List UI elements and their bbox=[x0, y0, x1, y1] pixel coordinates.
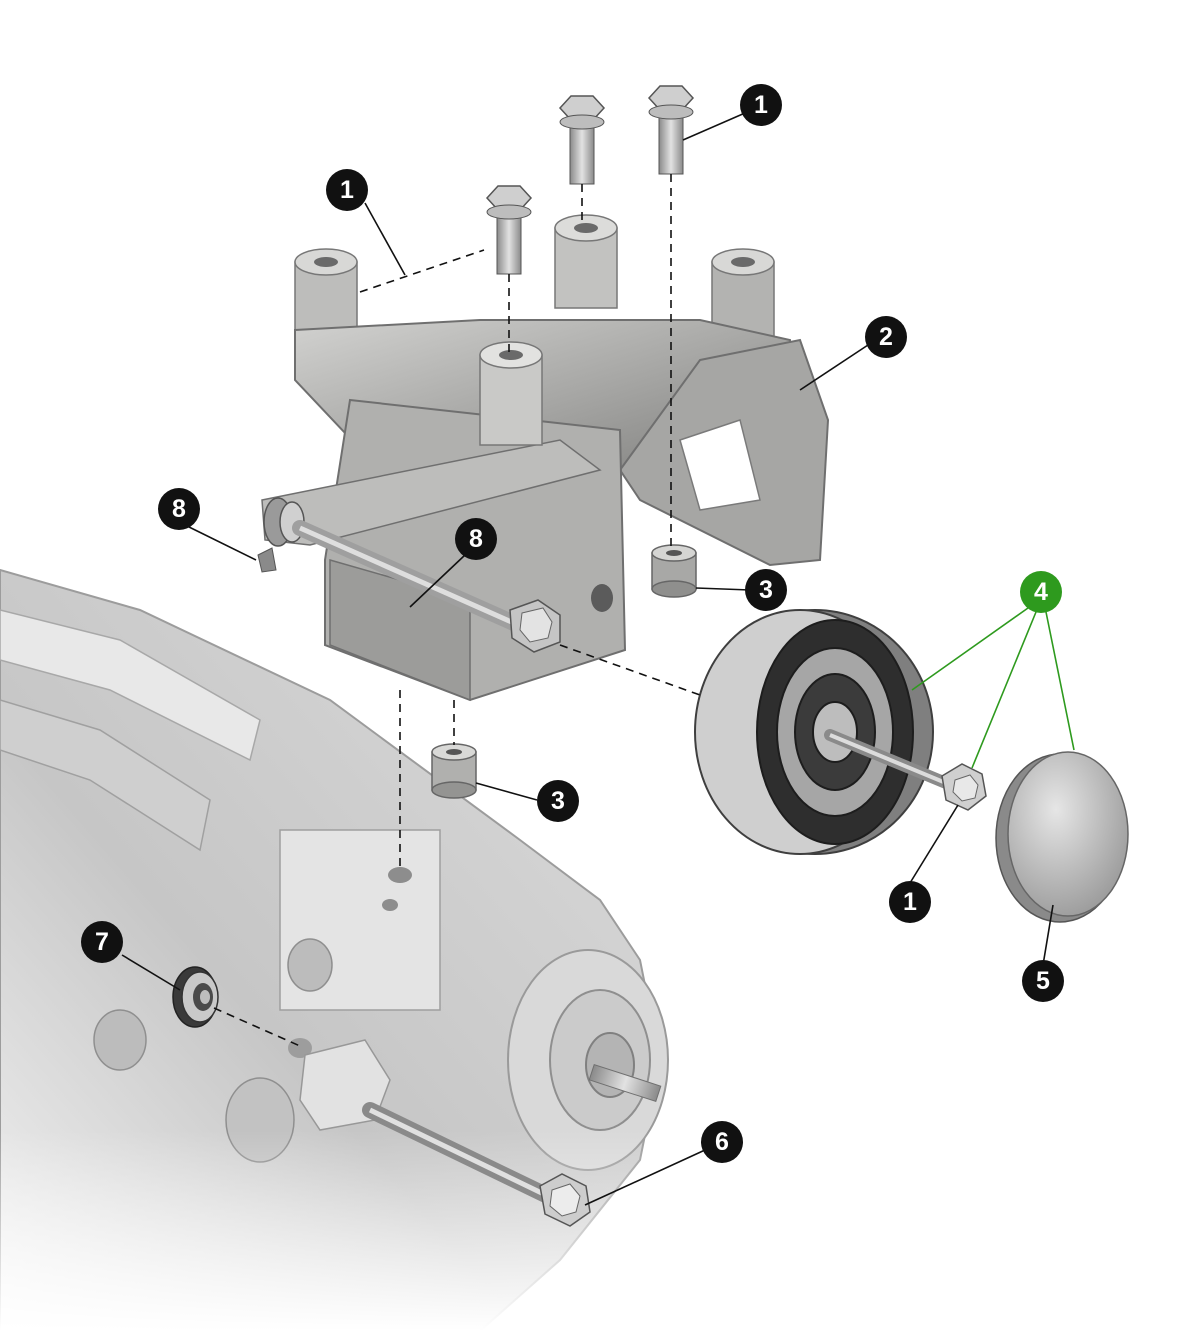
callout-8-left: 8 bbox=[158, 488, 200, 530]
spacer-lower bbox=[431, 743, 477, 799]
dust-cap bbox=[995, 751, 1129, 923]
callout-label: 3 bbox=[551, 787, 565, 815]
callout-5-dust-cap: 5 bbox=[1022, 960, 1064, 1002]
alignment-lines bbox=[213, 174, 701, 1047]
spacer-upper bbox=[651, 544, 697, 598]
callout-1-left-bolt: 1 bbox=[326, 169, 368, 211]
leader-lines bbox=[121, 112, 1075, 1206]
callout-label: 8 bbox=[172, 495, 186, 523]
bolt-left bbox=[485, 185, 533, 275]
callout-2-bracket: 2 bbox=[865, 316, 907, 358]
callout-label: 2 bbox=[879, 323, 893, 351]
callout-label: 8 bbox=[469, 525, 483, 553]
callout-3-lower-spacer: 3 bbox=[537, 780, 579, 822]
long-bolt bbox=[362, 1102, 591, 1227]
callout-7-bearing: 7 bbox=[81, 921, 123, 963]
callout-label: 5 bbox=[1036, 967, 1050, 995]
callout-label: 3 bbox=[759, 576, 773, 604]
bolt-right bbox=[647, 85, 695, 175]
callout-8-center: 8 bbox=[455, 518, 497, 560]
pulley-bolt bbox=[824, 729, 987, 811]
callout-label: 1 bbox=[754, 91, 768, 119]
callout-label: 1 bbox=[340, 176, 354, 204]
small-bearing bbox=[172, 966, 219, 1028]
callout-6-long-bolt: 6 bbox=[701, 1121, 743, 1163]
callout-label: 7 bbox=[95, 928, 109, 956]
callout-label: 6 bbox=[715, 1128, 729, 1156]
callout-4-pulley-assembly: 4 bbox=[1020, 571, 1062, 613]
callout-badges: 1 1 2 8 8 3 3 4 bbox=[81, 84, 1064, 1163]
callout-label: 4 bbox=[1034, 578, 1048, 606]
pivot-bolt bbox=[257, 497, 561, 653]
bolt-middle bbox=[558, 95, 606, 185]
callout-1-pulley-bolt: 1 bbox=[889, 881, 931, 923]
engine-block bbox=[0, 568, 1181, 1331]
idler-pulley bbox=[694, 609, 934, 855]
callout-1-right-bolt: 1 bbox=[740, 84, 782, 126]
callout-label: 1 bbox=[903, 888, 917, 916]
callout-3-upper-spacer: 3 bbox=[745, 569, 787, 611]
